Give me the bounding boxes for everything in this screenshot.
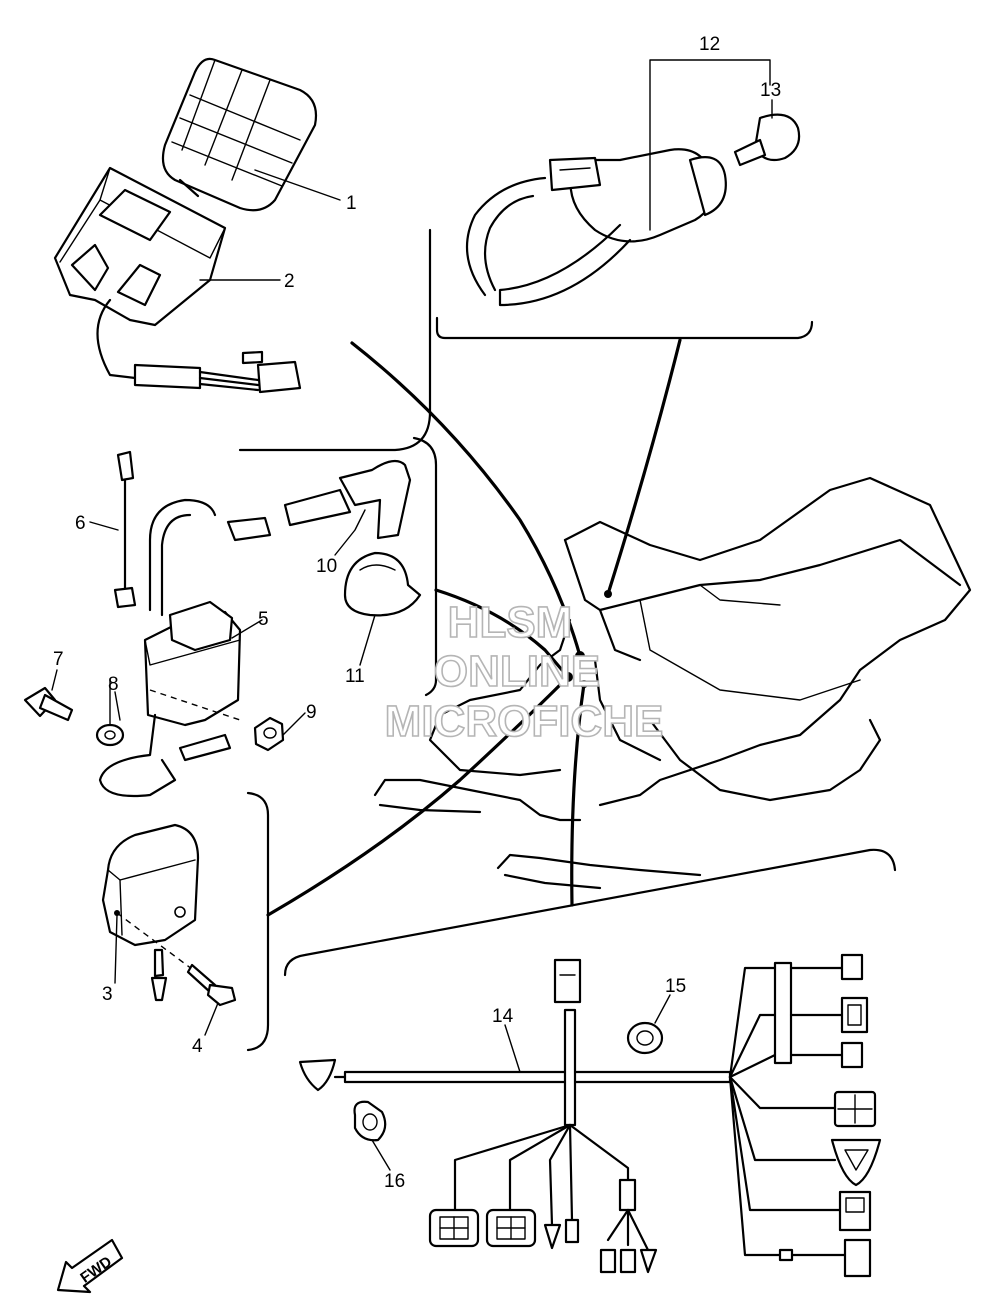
part-9-nut bbox=[253, 716, 285, 752]
callout-3: 3 bbox=[102, 984, 113, 1005]
callout-15: 15 bbox=[665, 976, 686, 997]
callout-2: 2 bbox=[284, 271, 295, 292]
part-6-ground-lead bbox=[113, 450, 137, 609]
group-brackets bbox=[238, 228, 897, 1052]
part-11-grommet bbox=[343, 551, 422, 617]
callout-7: 7 bbox=[53, 649, 64, 670]
callout-12: 12 bbox=[699, 34, 720, 55]
part-4-bolt bbox=[186, 963, 237, 1007]
part-14-wire-harness bbox=[298, 953, 882, 1278]
part-3-regulator bbox=[101, 823, 201, 1002]
forward-direction-arrow: FWD bbox=[56, 1238, 124, 1294]
callout-1: 1 bbox=[346, 193, 357, 214]
callout-13: 13 bbox=[760, 80, 781, 101]
part-7-bolt bbox=[23, 686, 74, 722]
callout-14: 14 bbox=[492, 1006, 514, 1027]
part-1-cdi-unit bbox=[161, 57, 318, 212]
callout-8: 8 bbox=[108, 674, 119, 695]
part-12-main-switch bbox=[465, 148, 727, 307]
part-13-key bbox=[733, 113, 801, 167]
watermark: HLSM ONLINE MICROFICHE bbox=[384, 597, 664, 747]
callout-10: 10 bbox=[316, 556, 337, 577]
callout-11: 11 bbox=[345, 666, 365, 687]
watermark-line-3: MICROFICHE bbox=[385, 697, 664, 746]
part-10-plug-cap bbox=[226, 459, 412, 542]
part-2-switch-housing bbox=[53, 166, 302, 394]
callout-16: 16 bbox=[384, 1171, 405, 1192]
part-15-grommet bbox=[626, 1021, 664, 1055]
watermark-line-1: HLSM bbox=[448, 598, 573, 647]
callout-9: 9 bbox=[306, 702, 317, 723]
callout-leaders bbox=[51, 59, 773, 1171]
callout-5: 5 bbox=[258, 609, 269, 630]
part-5-ignition-coil bbox=[98, 498, 242, 798]
watermark-line-2: ONLINE bbox=[434, 647, 600, 696]
part-16-clamp bbox=[353, 1100, 387, 1142]
callout-labels: 1 2 3 4 5 6 7 8 9 10 11 12 13 14 15 16 bbox=[53, 34, 781, 1192]
part-8-washer bbox=[95, 679, 125, 747]
callout-4: 4 bbox=[192, 1036, 203, 1057]
leader-lines bbox=[266, 338, 682, 917]
callout-6: 6 bbox=[75, 513, 86, 534]
